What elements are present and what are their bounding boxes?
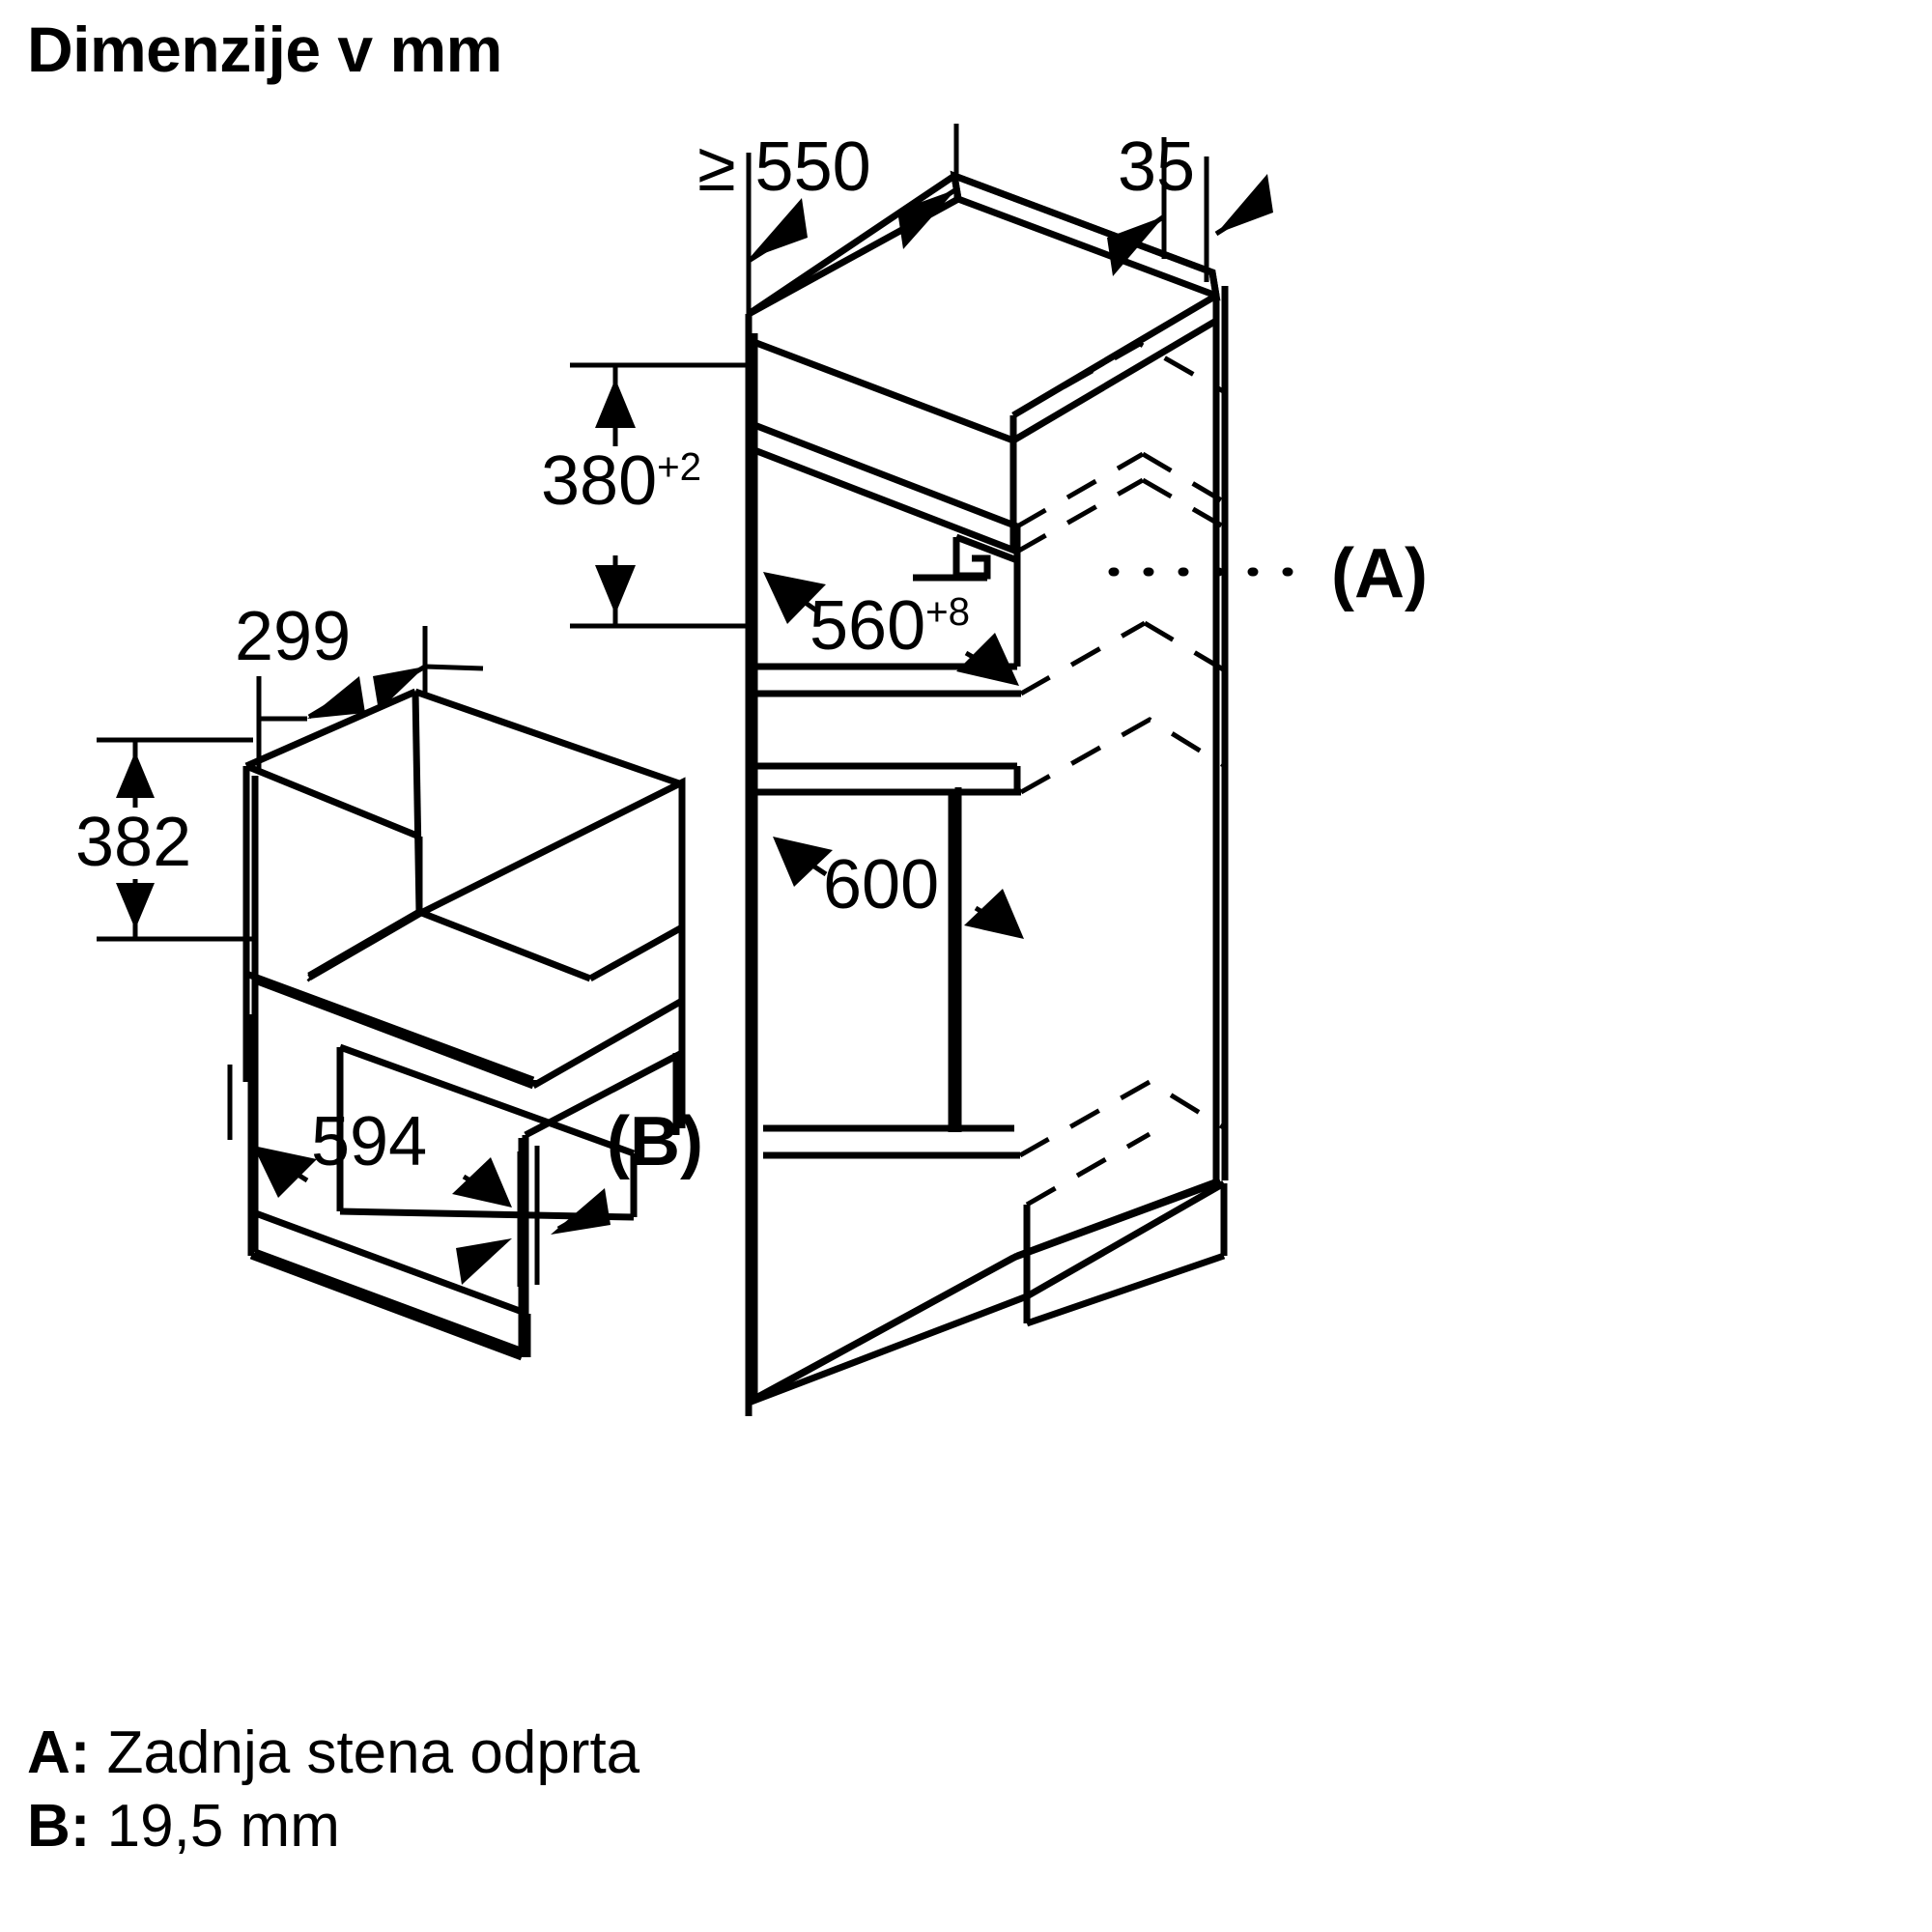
dimension-label-35: 35 <box>1118 128 1196 206</box>
legend-item-b: B: 19,5 mm <box>27 1797 639 1857</box>
legend-key-b: B: <box>27 1793 91 1860</box>
legend-text-a: Zadnja stena odprta <box>106 1719 640 1786</box>
dimension-550 <box>746 124 959 319</box>
dimension-value-560: 560 <box>810 587 926 665</box>
legend-item-a: A: Zadnja stena odprta <box>27 1723 639 1783</box>
dimension-tolerance-380: +2 <box>657 444 702 489</box>
legend: A: Zadnja stena odprta B: 19,5 mm <box>27 1723 639 1857</box>
dimension-value-380: 380 <box>541 442 658 520</box>
dimension-label-550: ≥ 550 <box>697 128 871 206</box>
dimension-299 <box>256 626 484 773</box>
page-title: Dimenzije v mm <box>27 14 502 85</box>
dimension-tolerance-560: +8 <box>925 589 971 634</box>
dimension-600 <box>773 837 1024 939</box>
legend-text-b: 19,5 mm <box>106 1793 340 1860</box>
dimension-35 <box>1107 137 1273 282</box>
marker-label-b: (B) <box>607 1103 703 1180</box>
dimension-label-299: 299 <box>235 598 352 675</box>
dimension-560 <box>763 572 1019 686</box>
dimension-label-594: 594 <box>311 1103 428 1180</box>
dimension-382 <box>97 737 253 942</box>
dimension-380 <box>570 362 749 629</box>
dimension-label-382: 382 <box>75 804 192 881</box>
dimension-label-380: 380+2 <box>541 446 701 516</box>
marker-label-a: (A) <box>1331 535 1428 612</box>
dimension-label-560: 560+8 <box>810 591 970 661</box>
dimension-label-600: 600 <box>823 846 940 923</box>
cabinet-niche-drawing <box>745 170 1229 1416</box>
marker-b-leader <box>456 1146 611 1287</box>
legend-key-a: A: <box>27 1719 91 1786</box>
